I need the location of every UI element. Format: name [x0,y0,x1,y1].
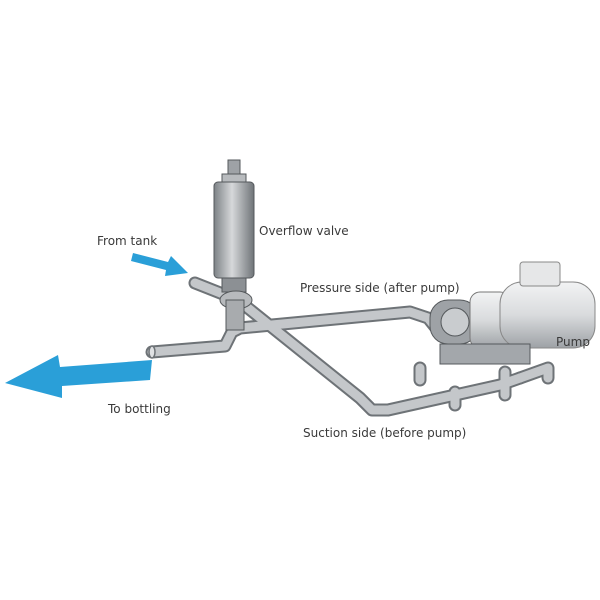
label-from-tank: From tank [97,234,158,248]
to-bottling-arrow [5,355,152,398]
overflow-valve [213,159,255,331]
label-to-bottling: To bottling [108,402,171,416]
pump-unit [429,261,596,365]
label-overflow-valve: Overflow valve [259,224,349,238]
from-tank-arrow [131,253,188,276]
label-pump: Pump [556,335,590,349]
label-suction-side: Suction side (before pump) [303,426,467,440]
label-pressure-side: Pressure side (after pump) [300,281,460,295]
